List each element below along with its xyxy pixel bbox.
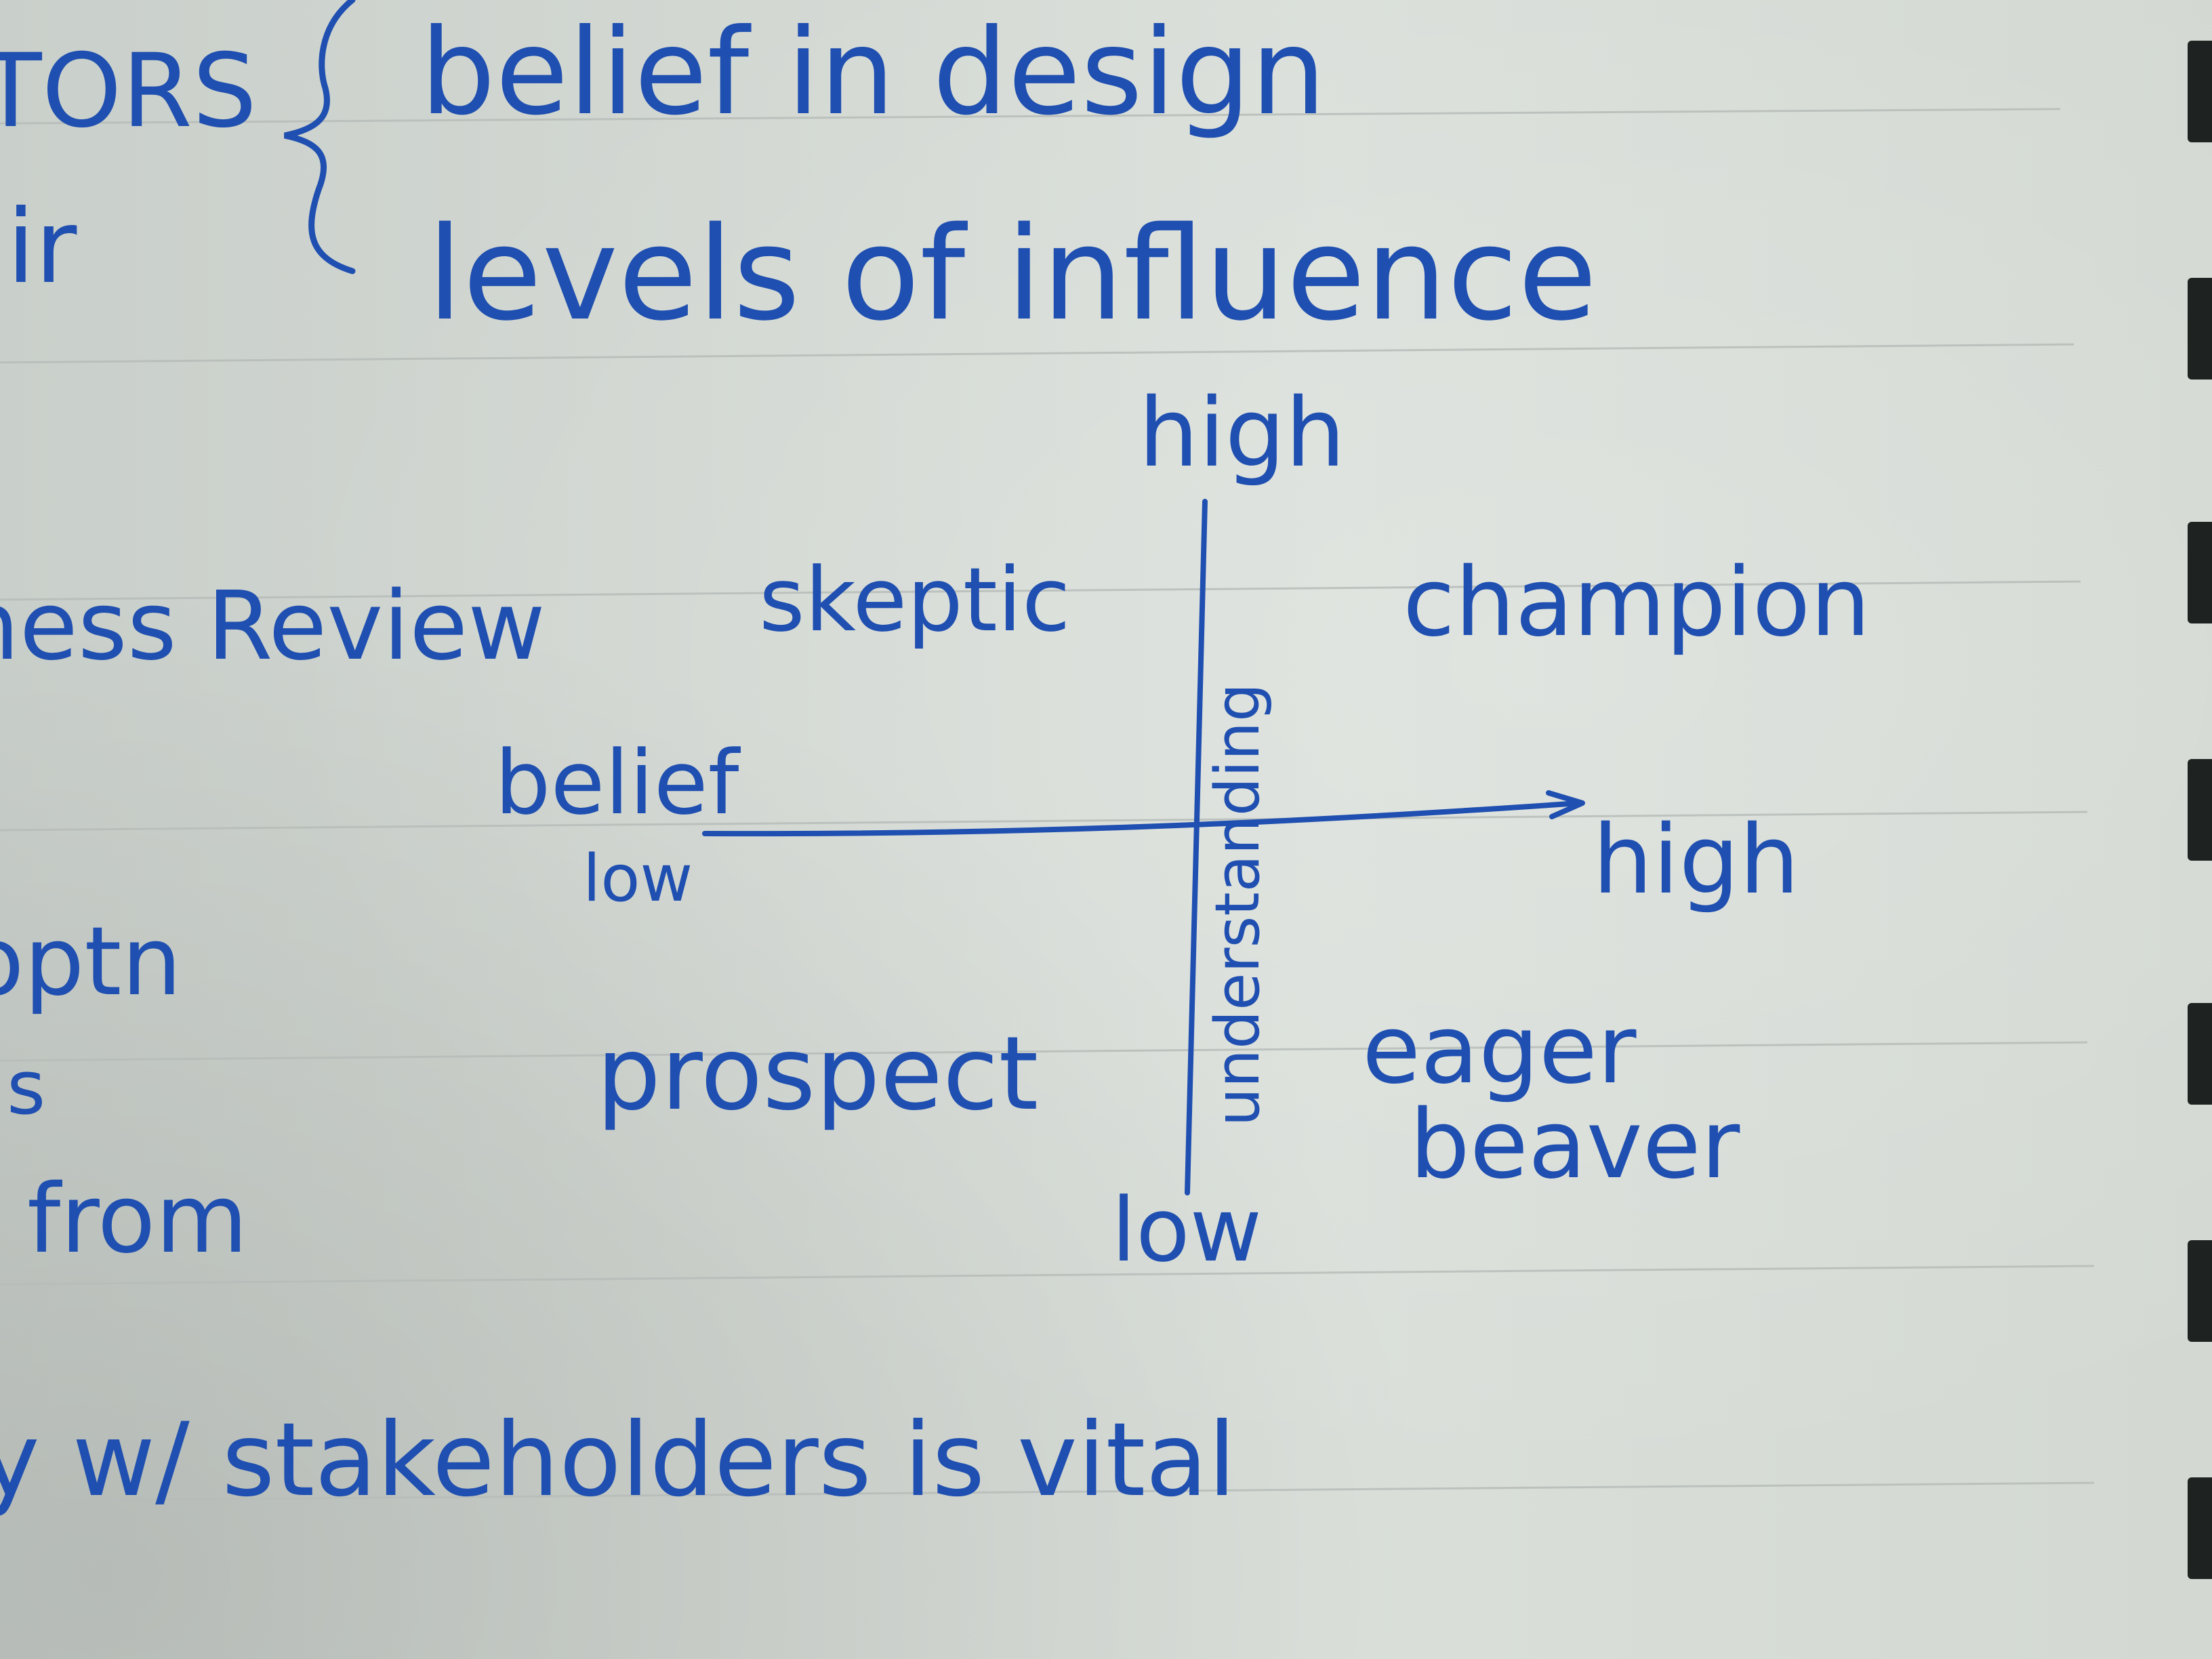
spiral-hole xyxy=(2188,278,2212,380)
curly-brace xyxy=(284,0,356,274)
arrow-head xyxy=(1546,790,1585,819)
spiral-hole xyxy=(2188,522,2212,623)
fragment-optn: optn xyxy=(0,907,182,1017)
quadrant-bottom-left: prospect xyxy=(596,1015,1039,1133)
vertical-axis xyxy=(1185,499,1208,1195)
x-axis-low-label: low xyxy=(583,842,693,916)
quadrant-bottom-right-line1: eager xyxy=(1362,995,1637,1105)
quadrant-bottom-right-line2: beaver xyxy=(1410,1090,1740,1200)
y-axis-high-label: high xyxy=(1139,378,1346,489)
spiral-hole xyxy=(2188,759,2212,861)
spiral-hole xyxy=(2188,1477,2212,1579)
y-axis-low-label: low xyxy=(1111,1179,1262,1282)
x-axis-high-label: high xyxy=(1593,805,1800,916)
fragment-review: ness Review xyxy=(0,571,546,682)
fragment-tors: TORS xyxy=(0,33,258,150)
spiral-hole xyxy=(2188,41,2212,142)
fragment-from: from xyxy=(27,1164,248,1275)
spiral-hole xyxy=(2188,1240,2212,1342)
y-axis-label: understanding xyxy=(1202,682,1274,1127)
quadrant-top-right: champion xyxy=(1403,548,1871,658)
stakeholders-line: y w/ stakeholders is vital xyxy=(0,1401,1236,1519)
x-axis-label: belief xyxy=(495,731,739,834)
belief-in-design: belief in design xyxy=(420,4,1326,142)
levels-of-influence: levels of influence xyxy=(427,199,1597,349)
quadrant-top-left: skeptic xyxy=(759,548,1071,651)
horizontal-axis xyxy=(702,800,1582,837)
fragment-ir: ir xyxy=(7,188,77,306)
fragment-s: s xyxy=(7,1044,46,1131)
spiral-hole xyxy=(2188,1003,2212,1105)
